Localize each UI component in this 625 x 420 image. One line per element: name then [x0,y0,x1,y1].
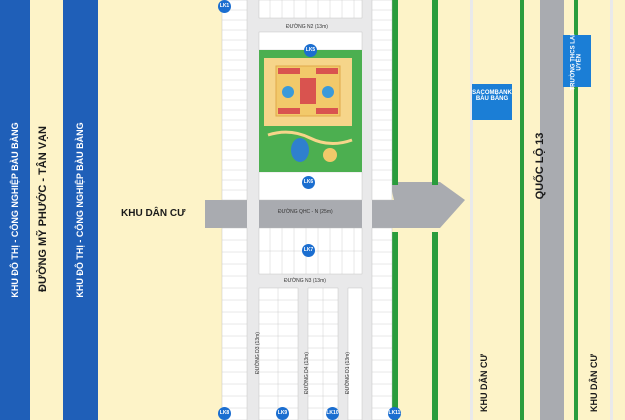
roads [205,0,465,420]
label-road-n2: ĐƯỜNG N2 (13m) [286,24,328,30]
school-label: TRƯỜNG THCS LAI UYÊN [570,34,583,91]
label-road-d3: ĐƯỜNG D3 (13m) [254,332,261,374]
road-strip-mid-left [63,0,98,420]
badge-lk7[interactable]: LK7 [302,244,315,257]
label-road-qhc: ĐƯỜNG QHC - N (25m) [278,209,333,215]
label-quoc-lo: QUỐC LỘ 13 [534,132,546,200]
badge-lk11[interactable]: LK11 [388,407,401,420]
label-road-d4: ĐƯỜNG D4 (13m) [303,352,310,394]
label-khu-dan-cu-left: KHU DÂN CƯ [121,208,186,219]
median-strip [30,0,63,420]
badge-lk5[interactable]: LK5 [304,44,317,57]
label-khu-dan-cu-mid: KHU DÂN CƯ [479,354,489,412]
sacombank-label: SACOMBANK BÀU BÀNG [472,90,512,103]
badge-lk6[interactable]: LK6 [302,176,315,189]
badge-lk1[interactable]: LK1 [218,0,231,13]
green-strip-4 [432,232,438,420]
label-road-d1: ĐƯỜNG D1 (13m) [344,352,351,394]
school-box [563,35,591,87]
park [259,50,362,172]
green-strip-3 [432,0,438,185]
quoc-lo-road [540,0,564,420]
green-strip-2 [392,232,398,420]
green-strip-1 [392,0,398,185]
label-road-n3: ĐƯỜNG N3 (13m) [284,278,326,284]
badge-lk9[interactable]: LK9 [276,407,289,420]
label-khu-dan-cu-right: KHU DÂN CƯ [589,354,599,412]
badge-lk10[interactable]: LK10 [326,407,339,420]
badge-lk8[interactable]: LK8 [218,407,231,420]
road-strip-left [0,0,30,420]
